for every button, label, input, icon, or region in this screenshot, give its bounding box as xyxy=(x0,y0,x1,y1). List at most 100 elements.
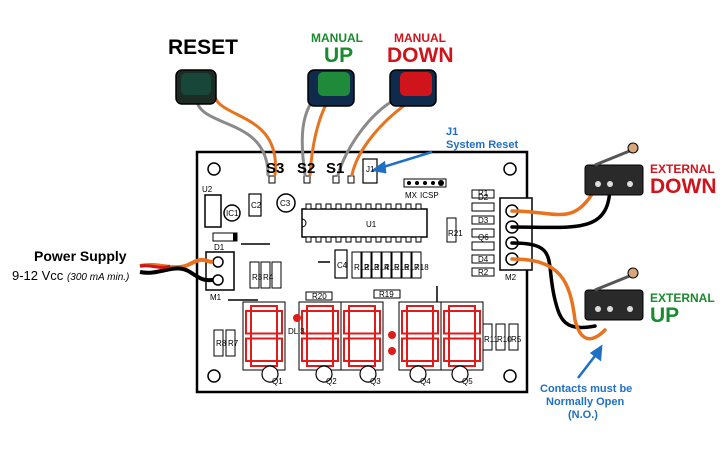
digit-segment xyxy=(348,305,376,312)
power-volt-label: 9-12 Vcc (300 mA min.) xyxy=(12,268,129,283)
digit-segment xyxy=(343,337,350,362)
ext-down-big-label: DOWN xyxy=(650,175,717,198)
manual-up-button xyxy=(307,69,355,107)
pcb-label-q1: Q1 xyxy=(272,377,283,386)
digit-segment xyxy=(250,360,278,367)
digit-segment xyxy=(374,310,381,335)
resistor-group-left xyxy=(249,261,282,289)
pcb-label-ic1: IC1 xyxy=(226,209,239,218)
mount-hole xyxy=(207,162,221,176)
digit-segment xyxy=(343,310,350,335)
digit-segment xyxy=(306,360,334,367)
digit-segment xyxy=(406,305,434,312)
pcb-label-r2: R2 xyxy=(478,268,489,277)
pcb-label-d1: D1 xyxy=(214,243,225,252)
c4-capacitor xyxy=(334,249,348,279)
digit-segment xyxy=(332,337,339,362)
u1-chip xyxy=(301,203,428,243)
digit-segment xyxy=(306,305,334,312)
digit-segment xyxy=(306,332,334,340)
j1-sub-label: System Reset xyxy=(446,139,519,151)
power-volt-text: 9-12 Vcc xyxy=(12,268,64,283)
pcb-label-r4: R4 xyxy=(263,273,274,282)
contacts-line2: Normally Open xyxy=(546,396,625,408)
manual-down-button xyxy=(389,69,437,107)
manual-up-big-label: UP xyxy=(324,44,354,67)
digit-segment xyxy=(250,305,278,312)
seven-seg-displays xyxy=(242,301,484,371)
pcb-label-m1: M1 xyxy=(210,293,222,302)
reset-button xyxy=(175,69,217,105)
digit-segment xyxy=(406,332,434,340)
mount-hole xyxy=(503,162,517,176)
transistors xyxy=(261,365,469,383)
pcb-label-r8: R8 xyxy=(216,339,227,348)
digit-segment xyxy=(443,337,450,362)
digit-segment xyxy=(443,310,450,335)
pcb-label-r13: R13 xyxy=(364,263,379,272)
pcb-label-r20: R20 xyxy=(312,292,327,301)
c3-capacitor xyxy=(276,193,296,213)
pcb-label-c3: C3 xyxy=(280,199,291,208)
c2-capacitor xyxy=(248,193,262,217)
pcb-label-q6: Q6 xyxy=(478,233,489,242)
pcb-label-r3: R3 xyxy=(252,273,263,282)
led-dl3 xyxy=(293,314,301,322)
digit-segment xyxy=(245,310,252,335)
pcb-label-r17: R17 xyxy=(404,263,419,272)
pcb-label-mx: MX xyxy=(405,191,418,200)
digit-segment xyxy=(301,337,308,362)
switch-label-s1: S1 xyxy=(326,160,345,177)
pcb-label-r5: R5 xyxy=(511,335,522,344)
pcb-label-q4: Q4 xyxy=(420,377,431,386)
digit-segment xyxy=(301,310,308,335)
r21-resistor xyxy=(446,217,457,243)
ic1-capacitor xyxy=(223,204,241,222)
pcb-label-r7: R7 xyxy=(228,339,239,348)
ext-down-small-label: EXTERNAL xyxy=(650,162,715,176)
pcb-label-d3: D3 xyxy=(478,216,489,225)
pcb-label-r12: R12 xyxy=(354,263,369,272)
digit-frame xyxy=(242,301,286,371)
ext-up-small-label: EXTERNAL xyxy=(650,291,715,305)
digit-frame xyxy=(440,301,484,371)
mount-hole xyxy=(207,369,221,383)
pcb-label-dl3: DL 3 xyxy=(288,327,305,336)
led-center-bottom xyxy=(388,347,396,355)
digit-segment xyxy=(332,310,339,335)
pcb-label-r10: R10 xyxy=(497,335,512,344)
pcb-label-j1: J1 xyxy=(366,165,375,174)
switch-label-s2: S2 xyxy=(297,160,316,177)
pcb-label-q2: Q2 xyxy=(326,377,337,386)
switch-pads xyxy=(268,175,355,184)
digit-segment xyxy=(250,332,278,340)
pcb-label-u1: U1 xyxy=(366,220,377,229)
pcb-label-d4: D4 xyxy=(478,255,489,264)
pcb-label-c4: C4 xyxy=(337,261,348,270)
pcb-label-r1: R1 xyxy=(478,189,489,198)
digit-segment xyxy=(448,305,476,312)
pcb-label-q3: Q3 xyxy=(370,377,381,386)
pcb-label-u2: U2 xyxy=(202,185,213,194)
pcb-label-r11: R11 xyxy=(484,335,499,344)
digit-segment xyxy=(448,332,476,340)
pcb-label-r14: R14 xyxy=(374,263,389,272)
power-note-text: (300 mA min.) xyxy=(66,272,130,283)
digit-segment xyxy=(276,337,283,362)
d1-diode xyxy=(212,232,238,242)
power-title-label: Power Supply xyxy=(34,248,127,264)
digit-segment xyxy=(348,332,376,340)
pcb-label-r18: R18 xyxy=(414,263,429,272)
pcb-label-d2: D2 xyxy=(478,193,489,202)
mount-hole xyxy=(503,369,517,383)
contacts-line1: Contacts must be xyxy=(540,383,633,395)
digit-segment xyxy=(474,337,481,362)
r19-resistor xyxy=(373,289,401,299)
digit-segment xyxy=(276,310,283,335)
ext-up-big-label: UP xyxy=(650,304,680,327)
digit-segment xyxy=(348,360,376,367)
external-up-switch xyxy=(584,267,644,321)
contacts-line3: (N.O.) xyxy=(568,409,598,421)
right-components xyxy=(471,189,495,277)
